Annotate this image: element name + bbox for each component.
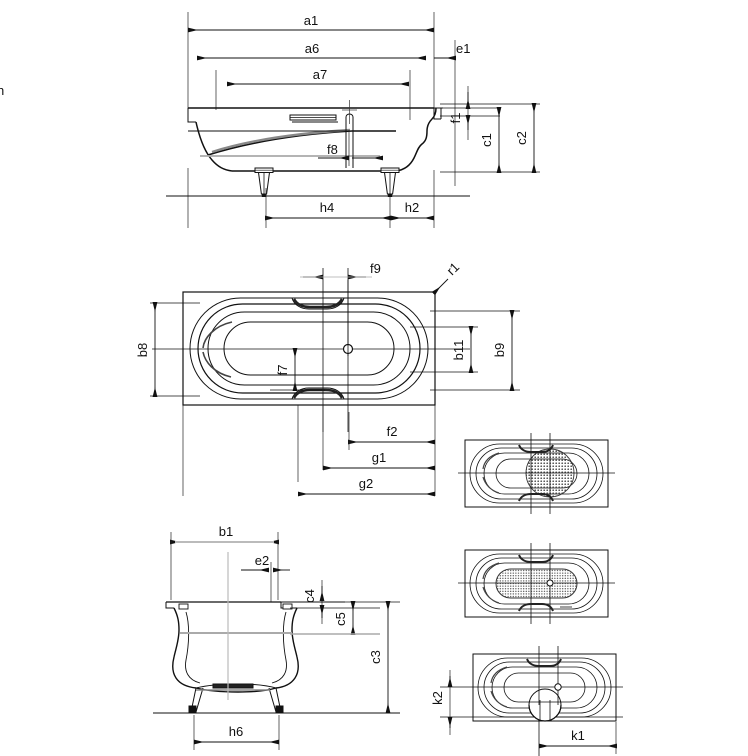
dimension-f2: f2: [348, 412, 435, 450]
dimension-h4: h4: [265, 188, 391, 228]
dimension-f9-label: f9: [370, 261, 381, 276]
dimension-k2: k2: [430, 670, 453, 735]
dimension-c1-label: c1: [479, 133, 494, 147]
dimension-g2: g2: [298, 476, 435, 497]
dimension-b11: b11: [410, 326, 478, 373]
dimension-a1-label: a1: [304, 13, 318, 28]
dimension-e2: e2: [241, 553, 290, 602]
dimension-a6: a6: [197, 41, 426, 61]
dimension-c1: c1: [440, 107, 540, 173]
dimension-b1-label: b1: [219, 524, 233, 539]
dimension-k1-label: k1: [571, 728, 585, 743]
dimension-f8: f8: [318, 130, 383, 166]
dimension-f1-label: f1: [448, 113, 463, 124]
dimension-f8-label: f8: [327, 142, 338, 157]
dimension-h2-label: h2: [405, 200, 419, 215]
overflow-bar-detail: [289, 114, 338, 123]
plan-outer-rectangle: [182, 291, 436, 406]
dimension-k2-label: k2: [430, 691, 445, 705]
dimension-h2: h2: [391, 200, 434, 221]
plan-well-shading-arcs: [202, 321, 233, 378]
foot-left: [254, 167, 274, 198]
detail-plan-waste-outlet: k2 k1: [430, 646, 623, 756]
dimension-h4-label: h4: [320, 200, 334, 215]
detail3-centre-marker: [554, 683, 562, 691]
detail-plan-oval-zone: [458, 543, 615, 624]
dimension-b8: b8: [135, 302, 200, 397]
top-plan-view: f9 r1 b8 b11 b9: [135, 259, 520, 497]
detail2-shading-arcs: [482, 562, 500, 604]
dimension-a7: a7: [227, 67, 409, 87]
dimension-f2-label: f2: [387, 424, 398, 439]
dimension-r1: r1: [431, 259, 463, 296]
tub-section-feet: [188, 687, 284, 713]
plan-oval-contours: [189, 297, 429, 400]
detail3-waste-circle: [528, 688, 562, 722]
dimension-e1: e1: [434, 41, 470, 61]
detail1-shading-arcs: [482, 452, 500, 494]
plan-handles: [291, 297, 345, 400]
front-elevation-view: a1 a6 e1 a7: [166, 12, 540, 228]
foot-right: [380, 167, 400, 198]
detail1-handles: [518, 444, 554, 502]
dimension-e2-label: e2: [255, 553, 269, 568]
detail1-outer-rect: [464, 439, 609, 508]
detail3-shading-arcs: [490, 666, 508, 708]
dimension-c4-label: c4: [302, 589, 317, 603]
dimension-h6: h6: [193, 715, 280, 750]
dimension-f7-label: f7: [275, 365, 290, 376]
dimension-a1: a1: [188, 13, 434, 33]
tub-elevation-interior-lines: [188, 128, 396, 157]
dimension-h6-label: h6: [229, 724, 243, 739]
dimension-a6-label: a6: [305, 41, 319, 56]
tub-section-outline: [165, 601, 345, 693]
dimension-g1: g1: [323, 450, 435, 471]
plan-lower-extension-lines: [182, 405, 436, 496]
dimension-r1-label: r1: [444, 259, 463, 278]
dimension-b8-label: b8: [135, 343, 150, 357]
tub-elevation-outline: [187, 107, 443, 172]
dimension-f9: f9: [300, 261, 381, 280]
detail2-outer-rect: [464, 549, 609, 618]
detail2-massage-zone: [495, 568, 578, 599]
dimension-g2-label: g2: [359, 476, 373, 491]
dimension-c5: c5: [290, 601, 380, 635]
detail3-centre-lines: [440, 646, 623, 756]
dimension-b1: b1: [170, 524, 279, 600]
dimension-c3-label: c3: [368, 650, 383, 664]
dimension-b11-label: b11: [451, 340, 466, 361]
dimension-e1-label: e1: [456, 41, 470, 56]
plan-waste-outlet: [342, 280, 354, 356]
detail-plan-circular-zone: [458, 433, 615, 514]
edge-partial-glyph: n: [0, 83, 4, 98]
dimension-c2-label: c2: [514, 131, 529, 145]
detail1-centre-lines: [458, 433, 615, 514]
dimension-c5-label: c5: [333, 612, 348, 626]
dimension-k1: k1: [539, 722, 617, 754]
dimension-f7: f7: [270, 348, 325, 391]
dimension-g1-label: g1: [372, 450, 386, 465]
plan-centre-lines: [152, 268, 470, 432]
edge-glyph-text: n: [0, 83, 4, 98]
dimension-c3: c3: [368, 601, 391, 713]
dimension-b9: b9: [430, 310, 520, 391]
tub-feet-group: [254, 167, 400, 198]
side-elevation-view: b1 e2: [153, 524, 400, 750]
dimension-f1: f1: [440, 86, 500, 140]
dimension-c4: c4: [290, 580, 400, 624]
detail3-handle-top: [526, 658, 562, 667]
dimension-c2: c2: [440, 103, 540, 173]
detail2-handles: [518, 554, 554, 612]
dimension-a7-label: a7: [313, 67, 327, 82]
dimension-b9-label: b9: [492, 343, 507, 357]
detail2-waste-outlet: [546, 579, 554, 587]
